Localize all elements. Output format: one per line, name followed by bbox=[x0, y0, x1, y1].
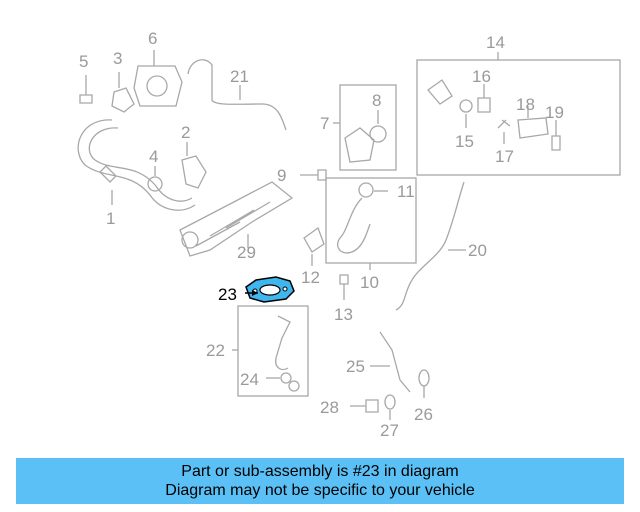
hose-14 bbox=[427, 79, 453, 105]
callout-7: 7 bbox=[320, 114, 329, 133]
callout-10: 10 bbox=[360, 273, 379, 292]
callout-28: 28 bbox=[320, 398, 339, 417]
bolt-17 bbox=[497, 119, 511, 129]
callout-26: 26 bbox=[414, 405, 433, 424]
callout-19: 19 bbox=[545, 103, 564, 122]
seal-15 bbox=[459, 99, 473, 113]
callout-20: 20 bbox=[468, 241, 487, 260]
pipe-20 bbox=[395, 181, 465, 311]
callout-4: 4 bbox=[149, 147, 158, 166]
housing-7 bbox=[344, 127, 375, 163]
pipe-22 bbox=[275, 315, 291, 371]
gasket-12 bbox=[303, 226, 325, 253]
group-box-22 bbox=[237, 305, 309, 397]
seal-8 bbox=[369, 125, 387, 143]
gasket-3 bbox=[111, 87, 135, 113]
callout-8: 8 bbox=[372, 91, 381, 110]
callout-29: 29 bbox=[237, 243, 256, 262]
callout-17: 17 bbox=[495, 147, 514, 166]
callout-1: 1 bbox=[106, 209, 115, 228]
banner-line-1: Part or sub-assembly is #23 in diagram bbox=[181, 463, 459, 480]
callout-21: 21 bbox=[230, 67, 249, 86]
plug-11 bbox=[358, 182, 374, 198]
callout-27: 27 bbox=[380, 421, 399, 440]
gasket-2 bbox=[181, 155, 207, 189]
callout-9: 9 bbox=[277, 166, 286, 185]
info-banner: Part or sub-assembly is #23 in diagram D… bbox=[16, 458, 624, 504]
bolt-13 bbox=[339, 274, 349, 300]
callout-22: 22 bbox=[206, 341, 225, 360]
clip-19 bbox=[551, 135, 561, 151]
gasket-23-highlighted[interactable] bbox=[245, 276, 295, 303]
egr-cooler-29 bbox=[179, 181, 294, 257]
callout-15: 15 bbox=[455, 132, 474, 151]
ring-27 bbox=[384, 394, 396, 410]
callout-13: 13 bbox=[334, 305, 353, 324]
callout-23: 23 bbox=[218, 285, 237, 304]
banner-line-2: Diagram may not be specific to your vehi… bbox=[165, 482, 475, 499]
callout-11: 11 bbox=[397, 182, 415, 201]
callout-2: 2 bbox=[181, 123, 190, 142]
group-box-14 bbox=[416, 59, 621, 176]
exploded-parts-diagram: 1 2 3 4 5 6 7 8 9 10 11 12 13 14 15 16 1… bbox=[77, 29, 621, 440]
plug-4 bbox=[147, 176, 163, 192]
hose-10 bbox=[337, 197, 371, 254]
egr-valve-6 bbox=[133, 65, 183, 107]
callout-24: 24 bbox=[240, 370, 259, 389]
bolt-28 bbox=[350, 399, 379, 413]
callout-16: 16 bbox=[472, 67, 491, 86]
callout-6: 6 bbox=[148, 29, 157, 48]
egr-pipe-1 bbox=[77, 119, 196, 211]
callout-5: 5 bbox=[79, 52, 88, 71]
group-box-10 bbox=[325, 177, 417, 264]
callout-14: 14 bbox=[486, 33, 505, 52]
plug-16 bbox=[477, 97, 491, 113]
callout-3: 3 bbox=[113, 49, 122, 68]
callout-25: 25 bbox=[346, 357, 365, 376]
sensor-18 bbox=[517, 117, 549, 139]
callout-12: 12 bbox=[301, 268, 320, 287]
seal-24 bbox=[280, 372, 292, 384]
pipe-21 bbox=[187, 59, 287, 131]
seal-26 bbox=[418, 369, 430, 387]
bolt-5 bbox=[79, 75, 93, 104]
rod-25 bbox=[379, 331, 411, 393]
callout-18: 18 bbox=[516, 95, 535, 114]
bolt-9 bbox=[300, 169, 327, 181]
group-box-7 bbox=[339, 84, 397, 171]
